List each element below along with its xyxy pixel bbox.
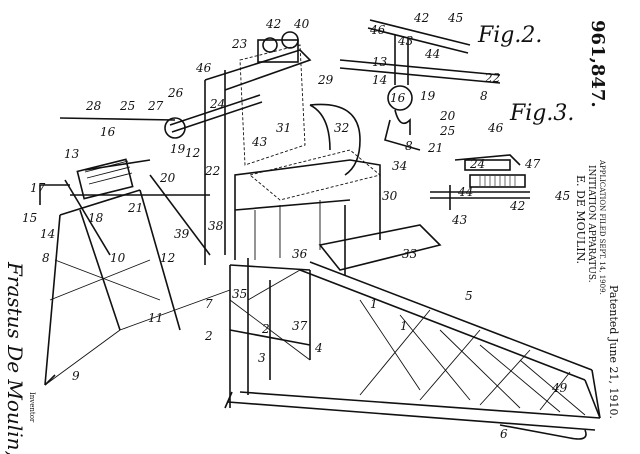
inventor-header: E. DE MOULIN. xyxy=(574,175,587,264)
invention-title: INITIATION APPARATUS. xyxy=(586,165,596,283)
label-20b: 20 xyxy=(439,109,456,123)
label-10: 10 xyxy=(110,251,126,265)
label-14: 14 xyxy=(40,227,55,241)
label-5: 5 xyxy=(465,289,473,303)
label-46c: 46 xyxy=(487,121,504,135)
label-1b: 1 xyxy=(370,297,378,311)
label-27: 27 xyxy=(147,99,164,113)
label-8c: 8 xyxy=(405,139,413,153)
label-11: 11 xyxy=(148,311,163,325)
figure-2-drawing xyxy=(339,19,501,151)
label-34: 34 xyxy=(392,159,407,173)
label-42: 42 xyxy=(265,17,281,31)
signature-caption: Inventor xyxy=(28,392,36,423)
label-38: 38 xyxy=(208,219,224,233)
label-36: 36 xyxy=(292,247,308,261)
label-39: 39 xyxy=(174,227,190,241)
label-32: 32 xyxy=(334,121,349,135)
label-46: 46 xyxy=(195,61,212,75)
label-45b: 45 xyxy=(554,189,570,203)
patent-header-vertical: 961,847. E. DE MOULIN. INITIATION APPARA… xyxy=(574,20,620,419)
label-19b: 19 xyxy=(420,89,436,103)
label-15: 15 xyxy=(22,211,37,225)
label-19: 19 xyxy=(170,142,186,156)
figure-2-title: Fig.2. xyxy=(477,23,542,48)
label-43b: 43 xyxy=(397,34,414,48)
reference-numerals: 1 1 2 2 3 4 5 6 7 8 8 8 9 10 11 12 12 13… xyxy=(22,11,570,441)
label-42c: 42 xyxy=(509,199,525,213)
label-6: 6 xyxy=(500,427,508,441)
label-13: 13 xyxy=(64,147,80,161)
label-47: 47 xyxy=(524,157,541,171)
label-22b: 22 xyxy=(484,71,500,85)
label-26: 26 xyxy=(167,86,184,100)
label-12b: 12 xyxy=(185,146,200,160)
label-29: 29 xyxy=(317,73,334,87)
label-21: 21 xyxy=(127,201,143,215)
label-44b: 44 xyxy=(457,185,473,199)
label-16b: 16 xyxy=(390,91,406,105)
label-13b: 13 xyxy=(372,55,388,69)
label-14b: 14 xyxy=(372,73,387,87)
label-16: 16 xyxy=(100,125,116,139)
label-40: 40 xyxy=(293,17,310,31)
patent-number: 961,847. xyxy=(587,20,608,108)
label-18: 18 xyxy=(88,211,104,225)
label-37: 37 xyxy=(292,319,308,333)
label-24b: 24 xyxy=(469,157,485,171)
label-12: 12 xyxy=(160,251,175,265)
label-23: 23 xyxy=(231,37,248,51)
patented-date: Patented June 21, 1910. xyxy=(607,285,620,419)
label-44: 44 xyxy=(424,47,440,61)
label-3: 3 xyxy=(258,351,266,365)
label-22: 22 xyxy=(204,164,220,178)
label-2: 2 xyxy=(204,329,213,343)
label-31: 31 xyxy=(276,121,291,135)
label-1: 1 xyxy=(400,319,408,333)
label-25: 25 xyxy=(119,99,135,113)
label-21b: 21 xyxy=(427,141,443,155)
label-25b: 25 xyxy=(439,124,455,138)
label-49: 49 xyxy=(551,381,568,395)
label-8: 8 xyxy=(42,251,50,265)
label-9: 9 xyxy=(72,369,80,383)
label-2b: 2 xyxy=(261,322,270,336)
label-43: 43 xyxy=(251,135,268,149)
inventor-signature: Frastus De Moulin, Inventor xyxy=(3,261,36,454)
main-apparatus-drawing xyxy=(39,31,601,440)
label-20: 20 xyxy=(159,171,176,185)
label-4: 4 xyxy=(314,341,323,355)
label-8b: 8 xyxy=(480,89,488,103)
label-30: 30 xyxy=(382,189,398,203)
label-35: 35 xyxy=(232,287,247,301)
label-43c: 43 xyxy=(451,213,468,227)
label-28: 28 xyxy=(85,99,102,113)
label-24: 24 xyxy=(209,97,225,111)
figure-3-drawing xyxy=(430,154,530,210)
label-33: 33 xyxy=(402,247,418,261)
figure-3-title: Fig.3. xyxy=(509,101,574,126)
label-42b: 42 xyxy=(413,11,429,25)
label-45: 45 xyxy=(447,11,463,25)
signature-name: Frastus De Moulin, xyxy=(3,261,27,454)
label-46b: 46 xyxy=(369,23,386,37)
label-7: 7 xyxy=(205,297,213,311)
label-17: 17 xyxy=(30,181,46,195)
application-filed: APPLICATION FILED SEPT. 14, 1909. xyxy=(598,159,606,295)
